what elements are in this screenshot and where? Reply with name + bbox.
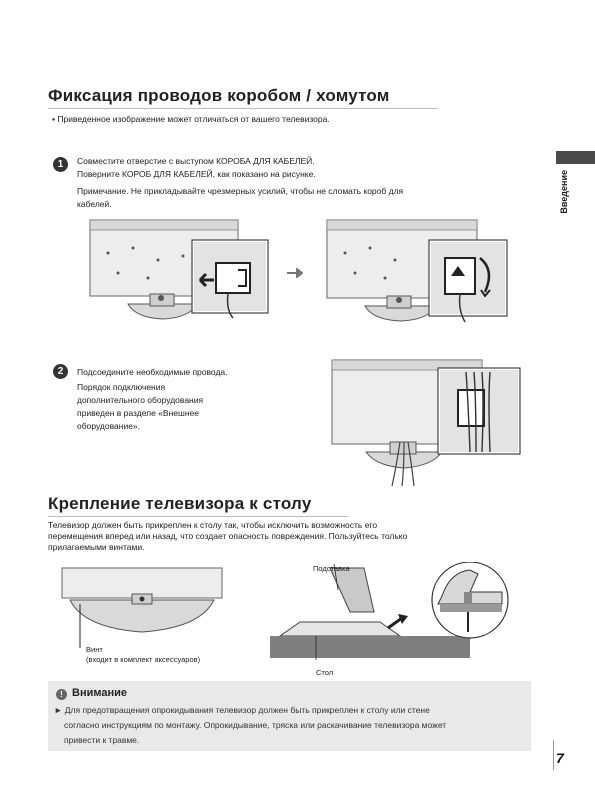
step-2-line: Подсоедините необходимые провода.: [77, 367, 228, 377]
screw-accessory-note: (входит в комплект аксессуаров): [86, 655, 201, 664]
section-title-underline: [48, 108, 438, 109]
image-disclaimer: ▪ Приведенное изображение может отличать…: [52, 114, 330, 124]
step-2-line: дополнительного оборудования: [77, 395, 204, 405]
screw-label: Винт: [86, 645, 103, 654]
step-1-note: кабелей.: [77, 199, 112, 209]
stand-table-screw-illustration: [270, 562, 509, 660]
tv-back-cables-connected-illustration: [331, 359, 521, 487]
step-2-text: Подсоедините необходимые провода. Порядо…: [77, 366, 287, 433]
step-1-note: Примечание. Не прикладывайте чрезмерных …: [77, 186, 404, 196]
page-number: 7: [556, 750, 564, 766]
caution-line: согласно инструкциям по монтажу. Опрокид…: [64, 720, 447, 730]
tv-front-screw-illustration: [61, 567, 223, 648]
description-line: Телевизор должен быть прикреплен к столу…: [48, 520, 378, 530]
arrow-right-icon: [287, 268, 303, 278]
table-mount-description: Телевизор должен быть прикреплен к столу…: [48, 520, 518, 553]
section-title-table-mount: Крепление телевизора к столу: [48, 494, 312, 513]
section-title-underline: [48, 516, 348, 517]
caution-line: привести к травме.: [64, 735, 140, 745]
caution-text: ► Для предотвращения опрокидывания телев…: [54, 703, 524, 748]
caution-title: Внимание: [72, 687, 127, 699]
step-1-line: Совместите отверстие с выступом КОРОБА Д…: [77, 156, 315, 166]
table-label: Стол: [316, 668, 334, 677]
side-tab-label: Введение: [559, 170, 569, 214]
step-1-badge: 1: [53, 157, 68, 172]
warning-icon: !: [56, 689, 67, 700]
page-number-divider: [553, 740, 554, 770]
step-2-line: Порядок подключения: [77, 382, 166, 392]
description-line: перемещения вперед или назад, что создае…: [48, 531, 408, 541]
description-line: прилагаемыми винтами.: [48, 542, 145, 552]
tv-back-cable-box-insert-illustration: [89, 219, 269, 320]
step-1-line: Поверните КОРОБ ДЛЯ КАБЕЛЕЙ, как показан…: [77, 169, 316, 179]
step-2-badge: 2: [53, 364, 68, 379]
section-title-cable-management: Фиксация проводов коробом / хомутом: [48, 86, 390, 105]
stand-label: Подставка: [313, 564, 350, 573]
step-2-line: оборудование».: [77, 421, 141, 431]
step-2-line: приведен в разделе «Внешнее: [77, 408, 199, 418]
tv-back-cable-box-rotate-illustration: [326, 219, 508, 323]
caution-line: ► Для предотвращения опрокидывания телев…: [54, 705, 430, 715]
caution-panel: ! Внимание ► Для предотвращения опрокиды…: [48, 681, 531, 751]
side-tab-marker: [556, 151, 595, 164]
step-1-text: Совместите отверстие с выступом КОРОБА Д…: [77, 155, 517, 211]
